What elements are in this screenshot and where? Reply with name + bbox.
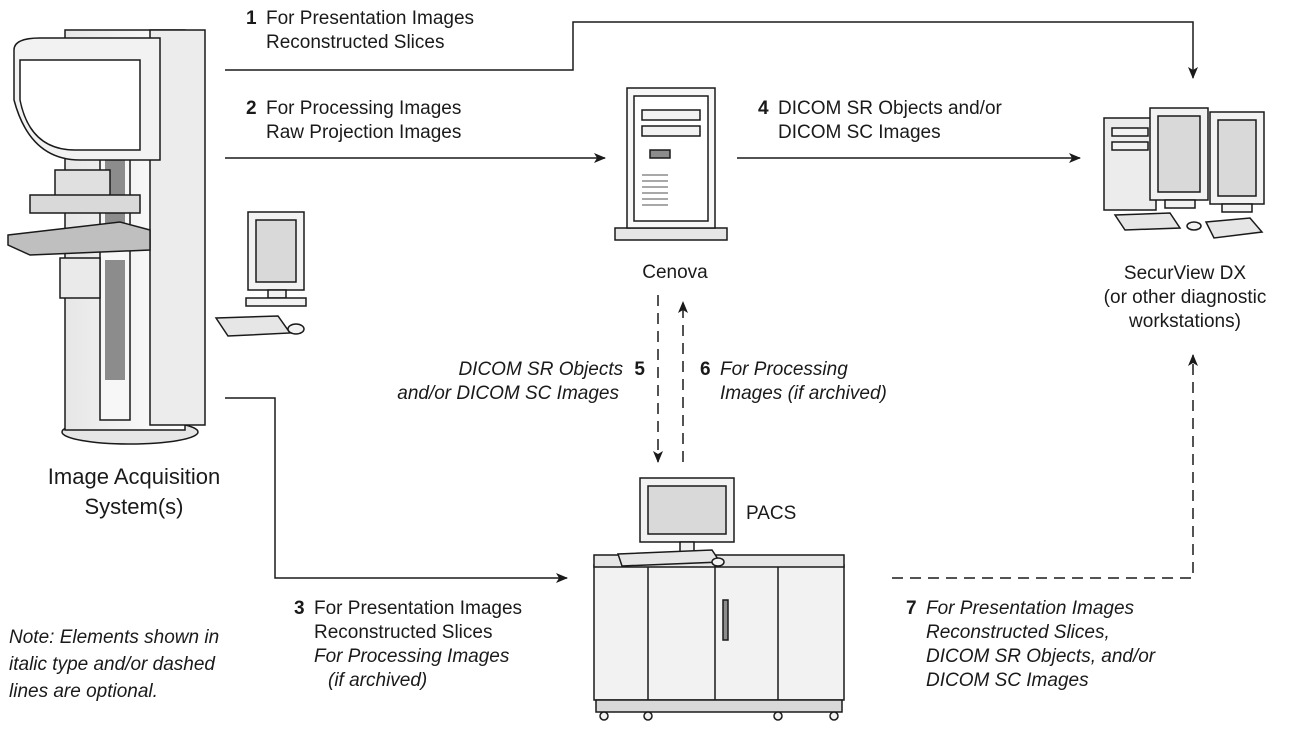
flow-3-arrow [225,397,568,583]
flow-1-arrow [225,21,1198,79]
securview-workstation-icon [1103,107,1265,239]
cenova-label: Cenova [642,262,708,283]
acquisition-workstation-icon [214,211,307,337]
securview-label: SecurView DX (or other diagnostic workst… [1103,263,1267,332]
acquisition-system-label: Image Acquisition System(s) [47,464,221,519]
connector-lines [225,21,1198,583]
optional-elements-note: Note: Elements shown in italic type and/… [9,627,220,702]
flow-5-label: DICOM SR Objects 5 and/or DICOM SC Image… [397,359,645,404]
pacs-label: PACS [746,503,797,524]
pacs-cabinet-icon [593,477,845,721]
cenova-server-icon [614,87,728,241]
mammography-unit-icon [7,29,206,445]
flow-7-arrow [892,354,1198,579]
